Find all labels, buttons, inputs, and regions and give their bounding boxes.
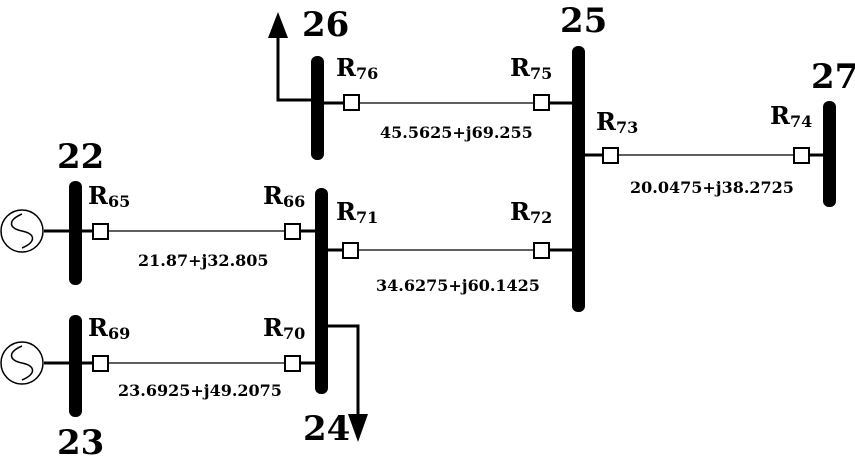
relay-65 — [92, 223, 109, 240]
relay-72-label: R72 — [510, 197, 552, 227]
generator-23-wave — [10, 345, 34, 381]
relay-76-label: R76 — [336, 53, 378, 83]
impedance-26-25: 45.5625+j69.255 — [380, 123, 533, 142]
relay-70 — [284, 355, 301, 372]
bus-23 — [69, 315, 82, 417]
relay-71-label: R71 — [336, 197, 378, 227]
relay-73-label: R73 — [596, 107, 638, 137]
load-26-arrow-icon — [268, 12, 288, 38]
relay-65-label: R65 — [88, 181, 130, 211]
bus-22-label: 22 — [57, 137, 104, 177]
bus-25-label: 25 — [560, 1, 607, 41]
impedance-25-27: 20.0475+j38.2725 — [630, 178, 794, 197]
bus-24-label: 24 — [303, 409, 350, 449]
bus-25 — [572, 46, 585, 312]
relay-72 — [533, 242, 550, 259]
generator-22-wave — [10, 213, 34, 249]
relay-75 — [533, 94, 550, 111]
impedance-22-24: 21.87+j32.805 — [138, 251, 269, 270]
load-24-arrow-icon — [348, 414, 368, 442]
relay-75-label: R75 — [510, 53, 552, 83]
relay-69 — [92, 355, 109, 372]
relay-71 — [342, 242, 359, 259]
relay-73 — [602, 147, 619, 164]
relay-74-label: R74 — [770, 101, 812, 131]
relay-74 — [793, 147, 810, 164]
bus-24 — [315, 188, 328, 394]
bus-26-label: 26 — [302, 5, 349, 45]
relay-76 — [343, 94, 360, 111]
bus-22 — [69, 181, 82, 285]
bus-23-label: 23 — [57, 423, 104, 463]
load-24-arrow-line — [322, 324, 360, 418]
bus-27 — [823, 101, 836, 207]
load-26-arrow-line — [276, 30, 316, 102]
relay-69-label: R69 — [88, 313, 130, 343]
relay-70-label: R70 — [263, 313, 305, 343]
relay-66-label: R66 — [263, 181, 305, 211]
impedance-24-25: 34.6275+j60.1425 — [376, 276, 540, 295]
bus-27-label: 27 — [811, 57, 855, 97]
bus-26 — [311, 56, 324, 160]
impedance-23-24: 23.6925+j49.2075 — [118, 381, 282, 400]
relay-66 — [284, 223, 301, 240]
